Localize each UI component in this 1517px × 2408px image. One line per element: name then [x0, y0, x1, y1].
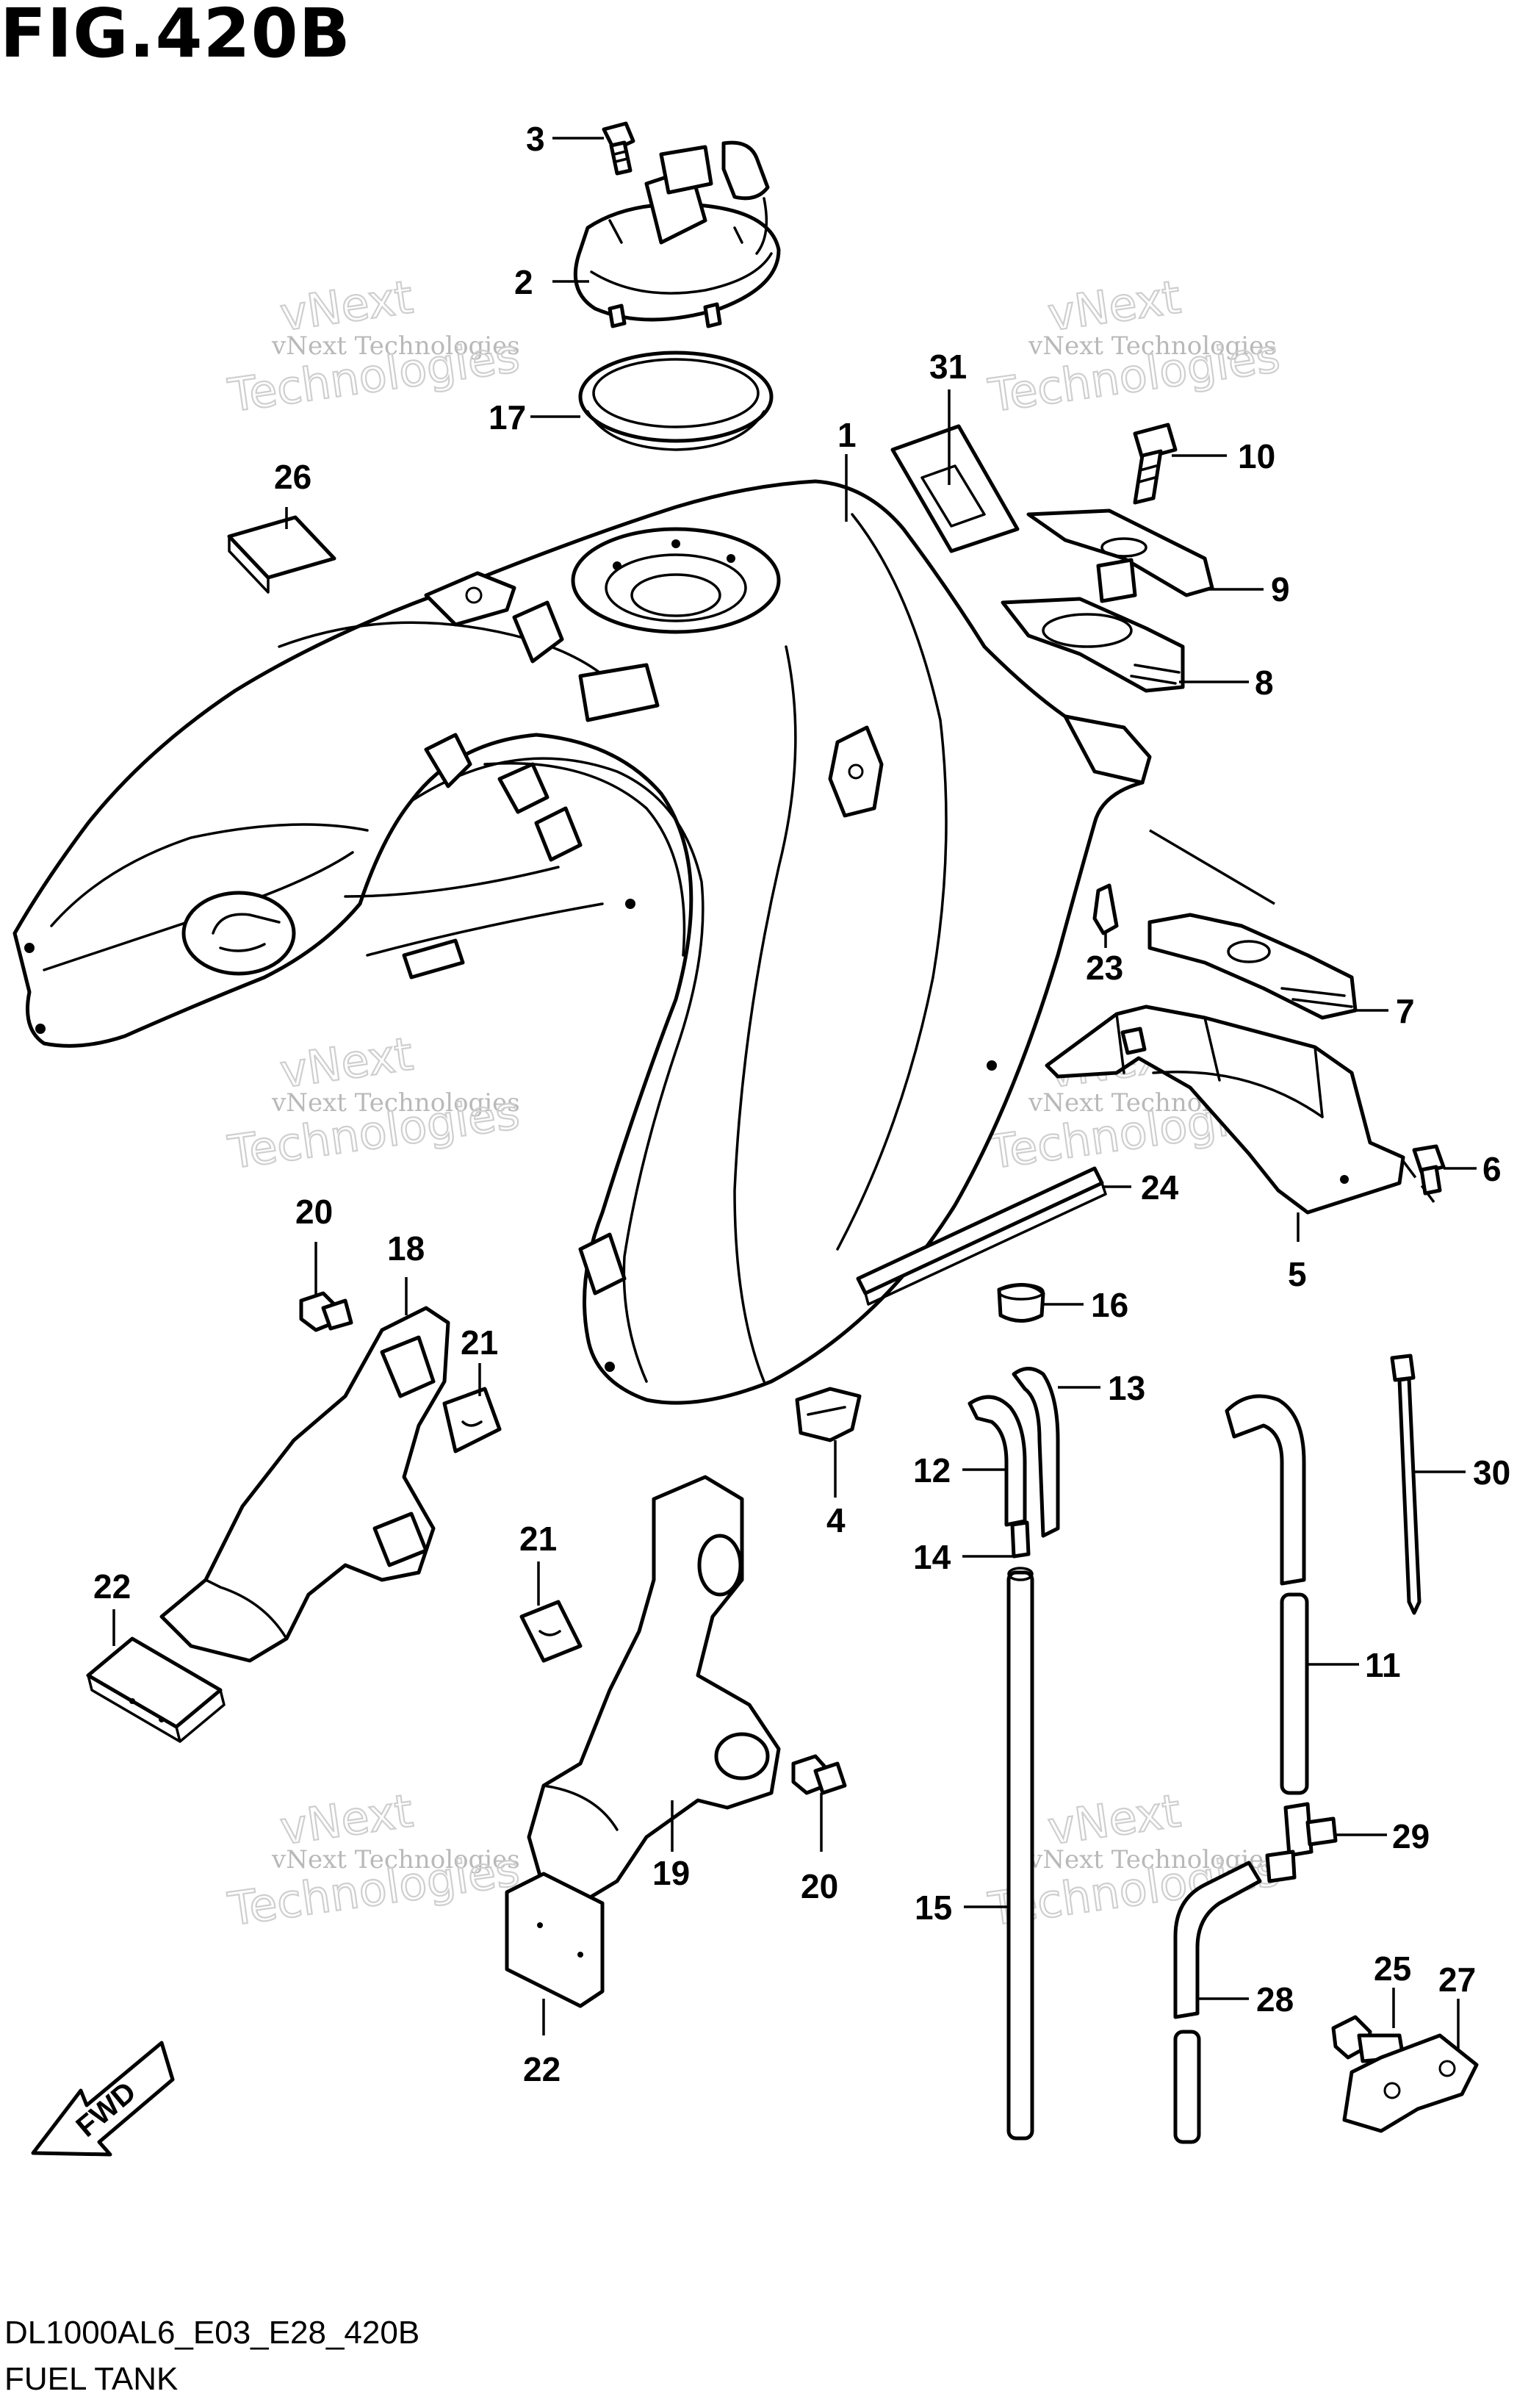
part-11-hose [1225, 1394, 1309, 1795]
part-3-screw [602, 121, 635, 176]
callout-21: 21 [519, 1520, 557, 1558]
watermark-text: vNext Technologies [1028, 331, 1277, 361]
callout-25: 25 [1374, 1949, 1411, 1988]
callout-7: 7 [1396, 992, 1415, 1030]
callout-1: 1 [837, 416, 857, 454]
part-12-hose [968, 1395, 1027, 1527]
assembly-leader-lines [1149, 829, 1438, 1207]
callout-13: 13 [1108, 1369, 1145, 1407]
part-20-bolt [791, 1754, 847, 1795]
callout-14: 14 [913, 1538, 951, 1576]
part-31-label [890, 424, 1020, 553]
callout-11: 11 [1365, 1646, 1401, 1684]
part-18-bracket [159, 1306, 450, 1663]
part-8-rubber-pad [1001, 597, 1185, 693]
callout-23: 23 [1086, 949, 1123, 987]
part-22-pad [505, 1872, 605, 2008]
callout-19: 19 [652, 1854, 690, 1892]
callout-21: 21 [461, 1323, 498, 1362]
part-28-hose [1173, 1861, 1262, 2144]
callout-28: 28 [1256, 1980, 1294, 2019]
part-22-pad [86, 1636, 226, 1743]
callout-9: 9 [1271, 570, 1290, 608]
part-19-bracket [527, 1475, 781, 1905]
callout-10: 10 [1238, 437, 1275, 475]
part-13-hose [1012, 1367, 1060, 1538]
callout-12: 12 [913, 1451, 951, 1489]
callout-31: 31 [929, 348, 967, 386]
callout-22: 22 [523, 2050, 561, 2088]
part-16-collar [997, 1283, 1045, 1323]
part-24-strip [856, 1166, 1107, 1306]
part-2-fuel-cap [573, 140, 781, 328]
callout-8: 8 [1255, 664, 1274, 702]
part-14-fitting [1010, 1520, 1031, 1559]
part-10-bolt [1133, 423, 1178, 505]
callout-24: 24 [1141, 1168, 1179, 1207]
callout-18: 18 [387, 1229, 425, 1268]
part-1-fuel-tank [12, 479, 1152, 1405]
part-23-clip [1092, 883, 1119, 935]
callout-labels: 1 2 3 4 5 6 7 8 9 10 11 12 13 14 15 16 1… [93, 120, 1510, 2088]
figure-title: FIG.420B [0, 0, 351, 73]
part-17-gasket [578, 351, 774, 451]
part-4-clamp [795, 1387, 862, 1442]
callout-15: 15 [915, 1888, 952, 1927]
watermark-text: vNext Technologies [271, 331, 520, 361]
part-20-bolt [299, 1291, 353, 1332]
figure-caption: FUEL TANK [4, 2361, 179, 2397]
callout-4: 4 [826, 1501, 846, 1539]
watermark-text: vNext Technologies [271, 1845, 520, 1875]
fwd-direction-arrow: FWD [31, 2041, 175, 2157]
callout-6: 6 [1482, 1150, 1502, 1188]
part-26-pad [227, 515, 336, 594]
part-30-cable-tie [1390, 1354, 1421, 1615]
part-27-stay [1342, 2033, 1479, 2133]
part-6-bolt [1412, 1144, 1446, 1196]
part-9-bracket [1026, 508, 1214, 603]
part-21-clip [442, 1387, 502, 1453]
callout-29: 29 [1392, 1817, 1430, 1855]
model-code: DL1000AL6_E03_E28_420B [4, 2315, 420, 2351]
callout-16: 16 [1091, 1286, 1128, 1324]
callout-2: 2 [514, 263, 533, 301]
callout-22: 22 [93, 1567, 131, 1606]
part-21-clip [519, 1600, 583, 1663]
part-7-rubber-pad [1147, 913, 1358, 1020]
callout-30: 30 [1473, 1453, 1510, 1492]
callout-leaders [112, 137, 1477, 2050]
callout-5: 5 [1288, 1255, 1307, 1293]
part-15-hose [1006, 1567, 1034, 2141]
callout-20: 20 [295, 1193, 333, 1231]
callout-27: 27 [1438, 1960, 1476, 1999]
callout-20: 20 [801, 1867, 838, 1905]
callout-26: 26 [274, 458, 311, 496]
callout-17: 17 [489, 398, 526, 436]
watermark-text: vNext Technologies [271, 1088, 520, 1118]
part-5-bracket [1045, 1004, 1405, 1215]
callout-3: 3 [526, 120, 545, 158]
part-29-t-joint [1265, 1802, 1338, 1883]
